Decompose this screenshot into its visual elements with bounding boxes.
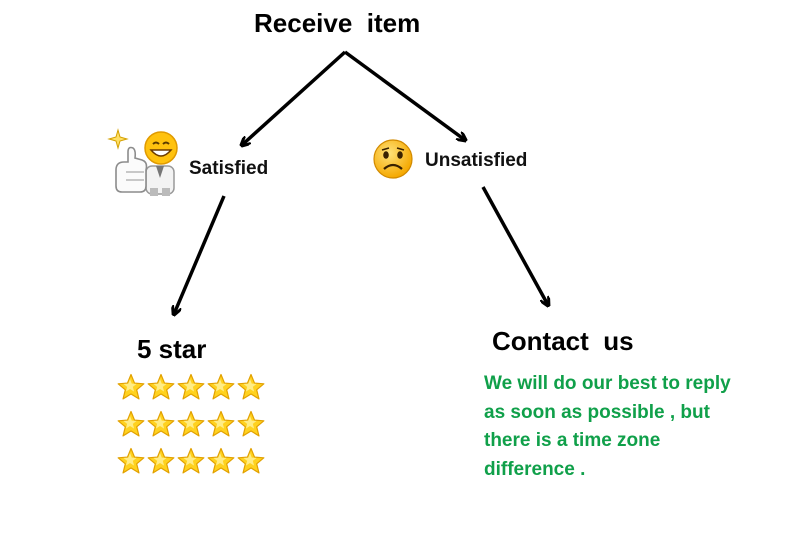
thumbs-up-smiley-icon (107, 128, 178, 196)
arrow-to-satisfied (242, 50, 347, 145)
star-icon (237, 410, 265, 437)
star-rating-grid (116, 372, 266, 482)
arrow-to-five-star (174, 195, 226, 314)
reply-message-line: We will do our best to reply (484, 373, 731, 394)
star-icon (237, 447, 265, 474)
star-icon (177, 373, 205, 400)
star-icon (207, 373, 235, 400)
star-icon (147, 410, 175, 437)
star-icon (117, 447, 145, 474)
arrow-to-unsatisfied (343, 50, 465, 140)
star-icon (147, 447, 175, 474)
star-icon (177, 447, 205, 474)
star-icon (147, 373, 175, 400)
star-icon (237, 373, 265, 400)
unsatisfied-label: Unsatisfied (425, 150, 528, 171)
sad-face-icon (373, 139, 413, 179)
reply-message-line: as soon as possible , but (484, 401, 710, 423)
star-icon (117, 373, 145, 400)
contact-us-label: Contact us (492, 326, 634, 356)
reply-message: We will do our best to reply as soon as … (484, 370, 784, 484)
root-node-title: Receive item (254, 8, 421, 38)
star-icon (207, 447, 235, 474)
five-star-label: 5 star (137, 334, 207, 364)
star-icon (177, 410, 205, 437)
star-icon (207, 410, 235, 437)
star-icon (117, 410, 145, 437)
arrow-to-contact (481, 186, 548, 305)
reply-message-line: there is a time zone (484, 430, 661, 451)
reply-message-line: difference . (484, 458, 586, 480)
satisfied-label: Satisfied (189, 158, 269, 179)
